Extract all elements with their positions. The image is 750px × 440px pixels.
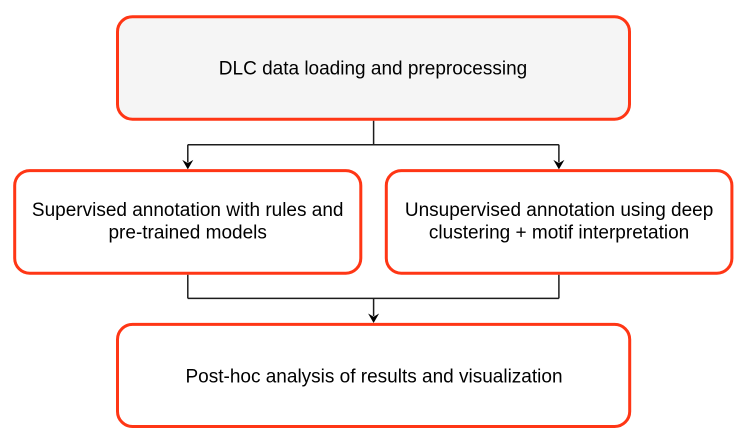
- svg-text:Supervised annotation with rul: Supervised annotation with rules and: [32, 200, 344, 221]
- svg-text:pre-trained models: pre-trained models: [108, 223, 266, 244]
- svg-text:Unsupervised annotation using: Unsupervised annotation using deep: [405, 200, 713, 221]
- svg-text:clustering + motif interpretat: clustering + motif interpretation: [429, 223, 689, 244]
- svg-text:Post-hoc analysis of results a: Post-hoc analysis of results and visuali…: [185, 367, 562, 388]
- svg-text:DLC data loading and preproces: DLC data loading and preprocessing: [219, 59, 527, 80]
